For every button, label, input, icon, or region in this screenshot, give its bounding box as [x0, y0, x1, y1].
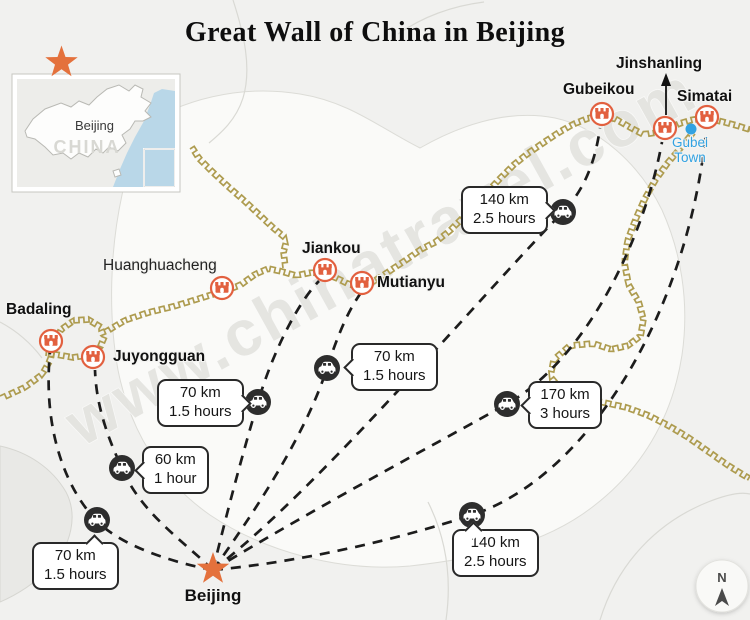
label-huanghuacheng: Huanghuacheng — [103, 257, 217, 274]
distance-bubble-gubeikou: 140 km 2.5 hours — [461, 186, 556, 235]
distance-bubble-jiankou: 70 km 1.5 hours — [157, 379, 252, 428]
label-gubei-town: Gubei Town — [671, 135, 709, 166]
marker-juyongguan-icon — [80, 344, 106, 370]
label-badaling: Badaling — [6, 301, 72, 318]
south-sea-inset — [143, 148, 175, 187]
compass-n-label: N — [717, 570, 726, 585]
route-lines — [47, 127, 708, 572]
inset-capital-label: Beijing — [75, 118, 114, 133]
north-arrow-icon — [715, 588, 729, 606]
marker-jiankou-icon — [312, 257, 338, 283]
distance-bubble-jinshanling: 170 km 3 hours — [520, 381, 603, 430]
car-icon-jinshanling — [494, 391, 520, 417]
compass: N — [695, 559, 749, 613]
label-juyongguan: Juyongguan — [113, 348, 206, 365]
marker-mutianyu-icon — [349, 270, 375, 296]
label-jiankou: Jiankou — [302, 240, 361, 257]
distance-bubble-badaling: 70 km 1.5 hours — [32, 534, 119, 591]
label-mutianyu: Mutianyu — [377, 274, 446, 291]
marker-badaling-icon — [38, 328, 64, 354]
jinshanling-arrow — [661, 73, 671, 115]
china-outline — [24, 84, 152, 160]
marker-simatai-icon — [694, 104, 720, 130]
route-mutianyu — [211, 293, 362, 571]
marker-huanghuacheng-icon — [209, 275, 235, 301]
gubei-town-dot — [685, 123, 697, 135]
route-gubeikou — [212, 127, 602, 572]
car-icon-badaling — [84, 507, 110, 533]
inset-country-label: CHINA — [54, 137, 121, 157]
label-gubeikou: Gubeikou — [563, 81, 635, 98]
route-juyongguan — [93, 369, 214, 571]
label-jinshanling: Jinshanling — [616, 55, 703, 72]
car-icon-mutianyu — [314, 355, 340, 381]
great-wall-line — [0, 112, 750, 481]
label-beijing: Beijing — [184, 586, 242, 605]
map-title: Great Wall of China in Beijing — [184, 17, 566, 48]
marker-gubeikou-icon — [589, 101, 615, 127]
distance-bubble-simatai: 140 km 2.5 hours — [452, 521, 539, 578]
distance-bubble-mutianyu: 70 km 1.5 hours — [343, 343, 438, 392]
route-jiankou — [211, 280, 320, 571]
route-jinshanling — [212, 141, 664, 572]
car-icon-juyongguan — [109, 455, 135, 481]
china-inset-map: CHINA Beijing — [11, 45, 181, 193]
label-simatai: Simatai — [677, 88, 733, 105]
distance-bubble-juyongguan: 60 km 1 hour — [134, 446, 209, 495]
